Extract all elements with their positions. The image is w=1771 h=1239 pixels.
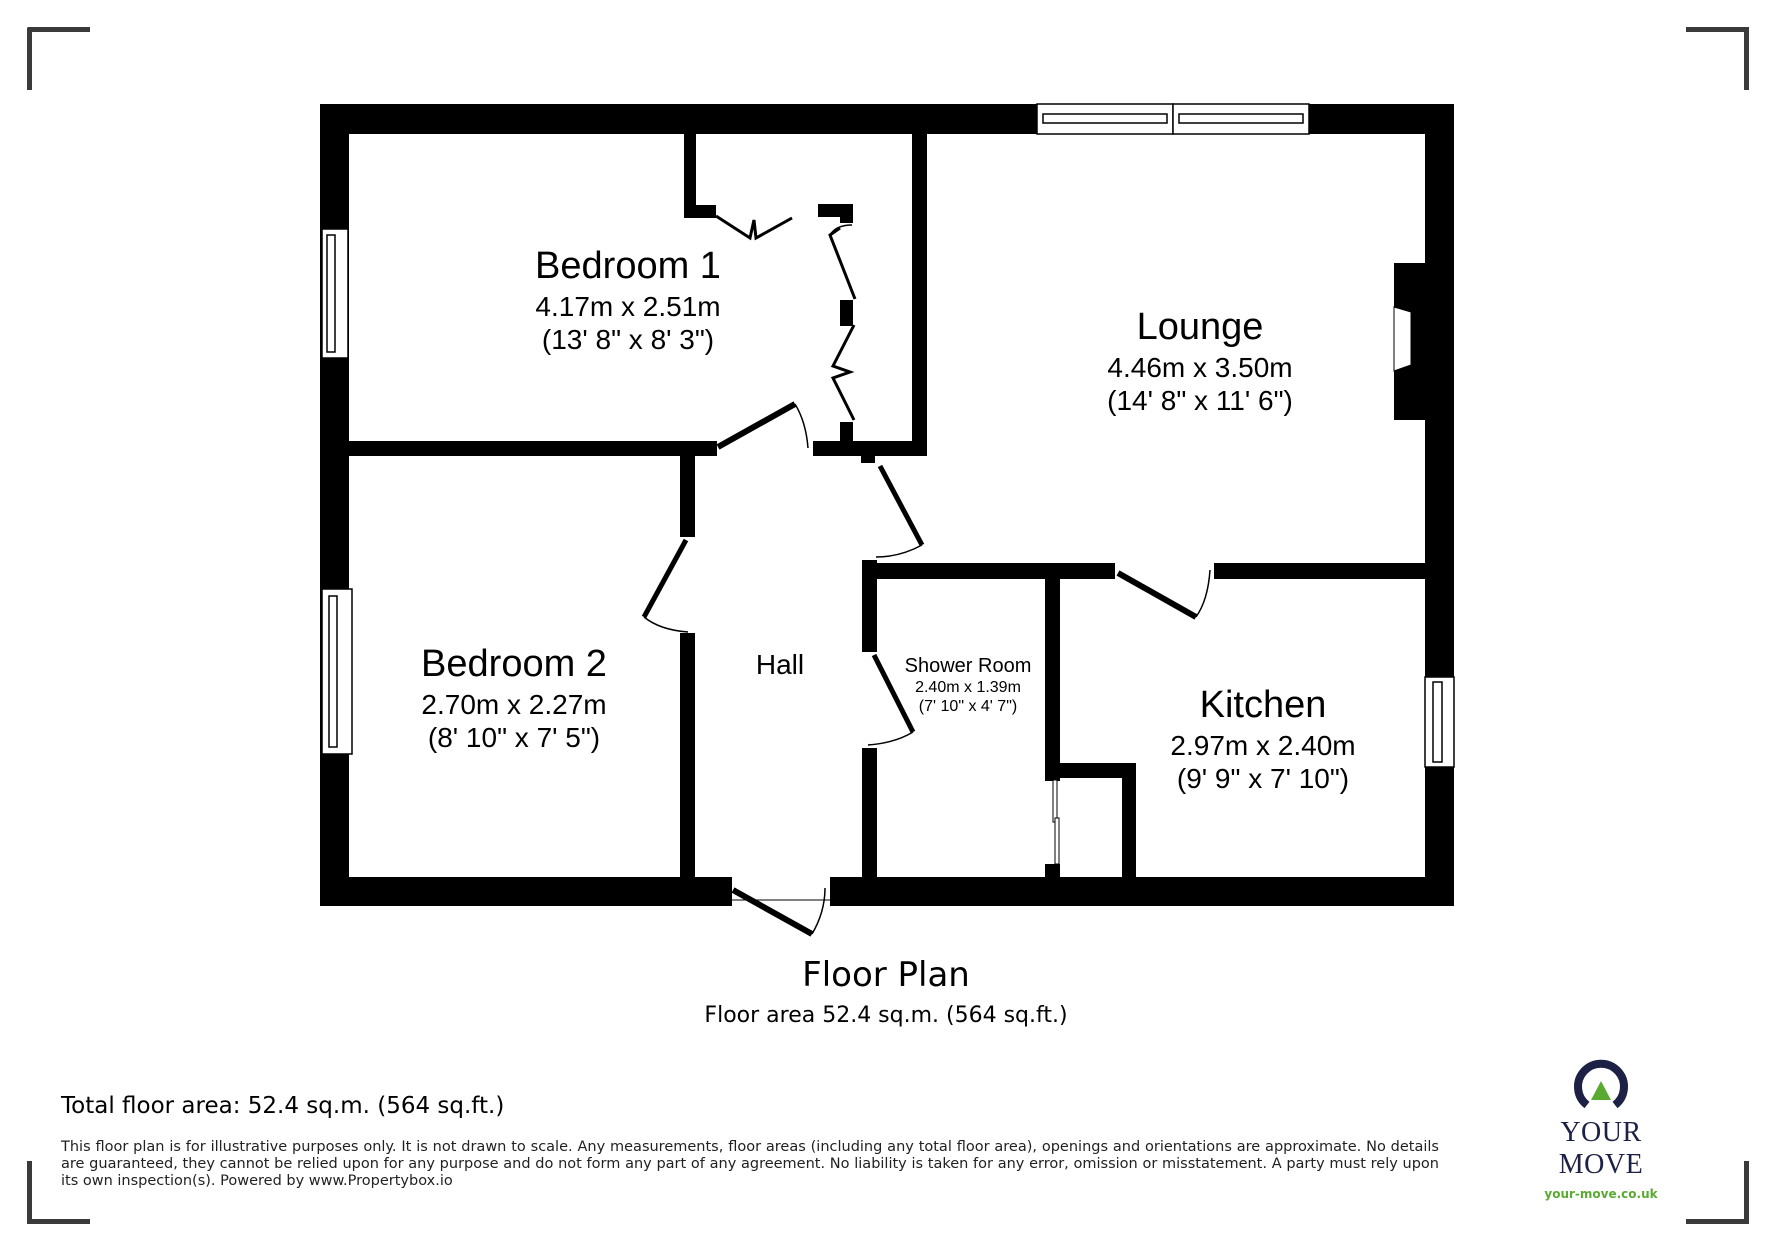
room-dimensions-metric: 2.70m x 2.27m bbox=[421, 688, 607, 720]
plan-title: Floor Plan bbox=[802, 955, 970, 995]
your-move-logo-icon bbox=[1574, 1059, 1628, 1109]
window-bedroom2-left bbox=[321, 588, 353, 755]
room-name: Kitchen bbox=[1199, 684, 1327, 726]
room-name: Bedroom 1 bbox=[535, 245, 721, 287]
room-shower-room: Shower Room 2.40m x 1.39m (7' 10" x 4' 7… bbox=[905, 654, 1032, 716]
room-name: Bedroom 2 bbox=[421, 643, 607, 685]
crop-mark-top-left bbox=[27, 27, 90, 90]
room-dimensions-metric: 2.97m x 2.40m bbox=[1170, 729, 1356, 761]
crop-mark-bottom-right bbox=[1686, 1161, 1749, 1224]
room-bedroom-1: Bedroom 1 4.17m x 2.51m (13' 8" x 8' 3") bbox=[535, 244, 721, 357]
room-kitchen: Kitchen 2.97m x 2.40m (9' 9" x 7' 10") bbox=[1170, 683, 1355, 796]
total-floor-area: Total floor area: 52.4 sq.m. (564 sq.ft.… bbox=[61, 1093, 505, 1119]
window-kitchen-right bbox=[1424, 676, 1455, 768]
logo-url[interactable]: your-move.co.uk bbox=[1544, 1187, 1658, 1201]
room-dimensions-imperial: (9' 9" x 7' 10") bbox=[1176, 763, 1350, 795]
room-dimensions-imperial: (13' 8" x 8' 3") bbox=[541, 324, 715, 356]
your-move-logo: YOUR MOVE your-move.co.uk bbox=[1516, 1055, 1686, 1201]
room-dimensions-metric: 2.40m x 1.39m bbox=[915, 679, 1021, 696]
room-dimensions-imperial: (8' 10" x 7' 5") bbox=[427, 722, 601, 754]
windows bbox=[321, 103, 1455, 768]
room-hall: Hall bbox=[756, 648, 804, 682]
room-bedroom-2: Bedroom 2 2.70m x 2.27m (8' 10" x 7' 5") bbox=[421, 642, 607, 755]
doors bbox=[641, 214, 1211, 937]
crop-mark-top-right bbox=[1686, 27, 1749, 90]
plan-floor-area: Floor area 52.4 sq.m. (564 sq.ft.) bbox=[704, 1003, 1068, 1028]
room-dimensions-metric: 4.17m x 2.51m bbox=[535, 290, 721, 322]
room-dimensions-metric: 4.46m x 3.50m bbox=[1107, 351, 1293, 383]
window-bedroom1-left bbox=[321, 228, 349, 359]
room-dimensions-imperial: (14' 8" x 11' 6") bbox=[1107, 385, 1293, 417]
disclaimer-text: This floor plan is for illustrative purp… bbox=[61, 1139, 1439, 1189]
room-name: Lounge bbox=[1136, 306, 1264, 348]
fireplace-icon bbox=[1393, 306, 1412, 372]
room-lounge: Lounge 4.46m x 3.50m (14' 8" x 11' 6") bbox=[1107, 305, 1293, 418]
room-name: Shower Room bbox=[904, 655, 1032, 677]
crop-mark-bottom-left bbox=[27, 1161, 90, 1224]
room-name: Hall bbox=[755, 649, 805, 680]
room-dimensions-imperial: (7' 10" x 4' 7") bbox=[918, 698, 1018, 716]
window-lounge-top bbox=[1036, 103, 1310, 135]
logo-brand-text: YOUR MOVE bbox=[1558, 1117, 1644, 1180]
